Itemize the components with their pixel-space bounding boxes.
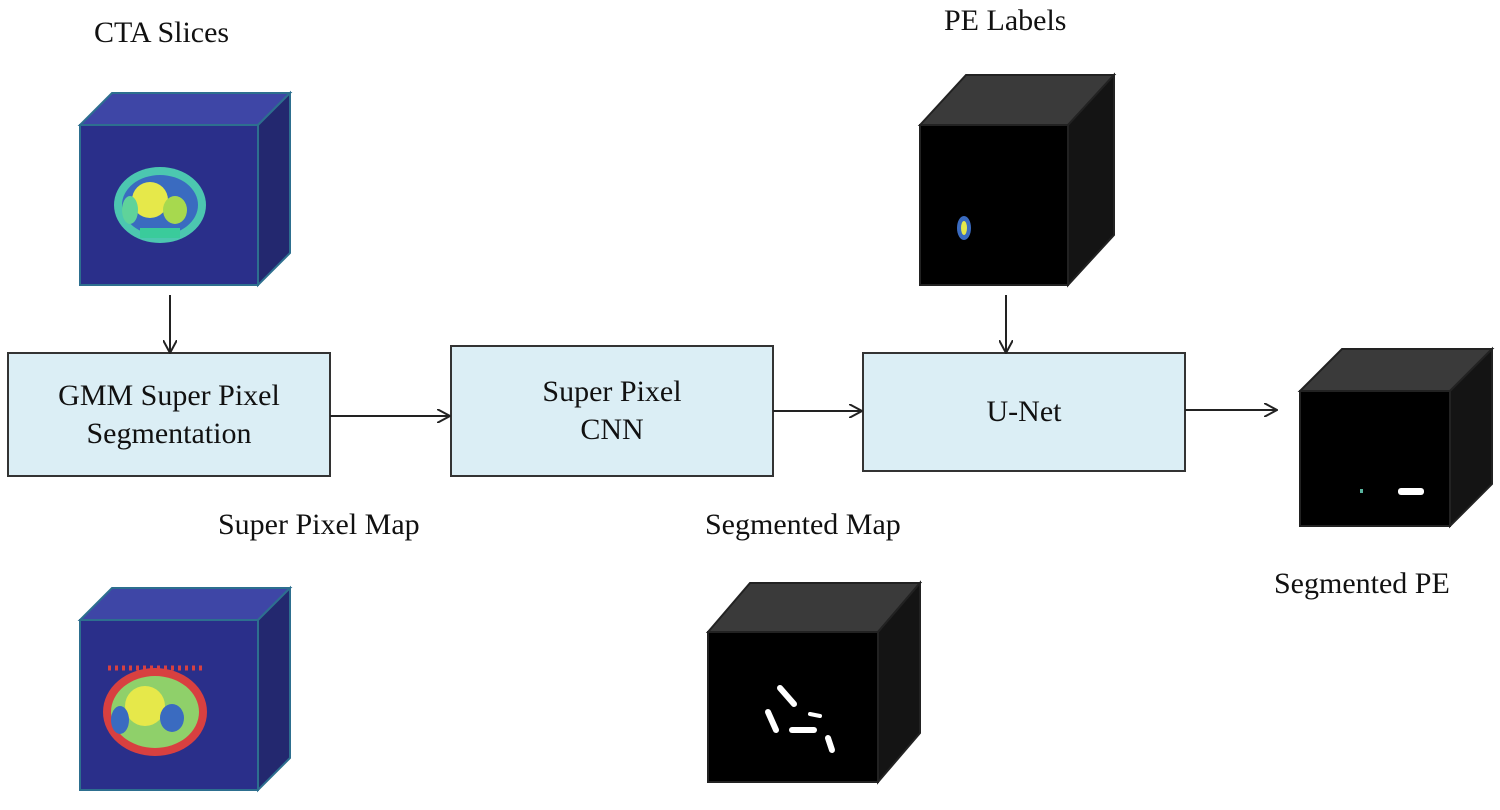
segmented-map-cube: [705, 580, 923, 785]
unet-box: [862, 352, 1186, 472]
gmm-box-text: GMM Super Pixel Segmentation: [8, 353, 330, 476]
super-pixel-map-cube: [77, 585, 293, 793]
pe-labels-cube: [917, 72, 1117, 288]
segmented-map-label: Segmented Map: [705, 508, 901, 541]
segmented-blobs: [765, 685, 835, 753]
super-pixel-image: [103, 665, 207, 756]
unet-line1: U-Net: [986, 395, 1062, 428]
unet-box-text: U-Net: [863, 353, 1185, 471]
cnn-box-text: Super Pixel CNN: [451, 346, 773, 476]
cnn-line2: CNN: [580, 413, 644, 446]
gmm-line2: Segmentation: [86, 416, 252, 450]
cnn-line1: Super Pixel: [542, 375, 682, 408]
segmented-pe-cube: [1297, 346, 1495, 529]
pe-labels-label: PE Labels: [944, 4, 1067, 37]
cnn-box: [450, 345, 774, 477]
cta-slices-label: CTA Slices: [94, 16, 230, 49]
super-pixel-map-label: Super Pixel Map: [218, 508, 420, 541]
segmented-pe-label: Segmented PE: [1274, 567, 1450, 600]
cta-slices-cube: [77, 90, 293, 288]
ct-scan-image: [114, 167, 206, 243]
gmm-box: [7, 352, 331, 477]
gmm-line1: GMM Super Pixel: [58, 378, 280, 412]
